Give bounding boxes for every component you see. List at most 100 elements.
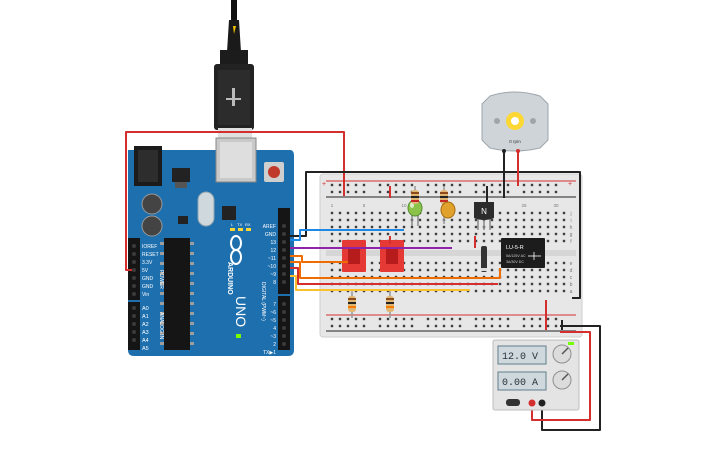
terminal-hole xyxy=(522,282,526,286)
dc-power-supply[interactable]: 12.0 V 0.00 A xyxy=(492,339,580,411)
power-switch[interactable] xyxy=(506,399,520,406)
wire-gnd[interactable] xyxy=(290,171,581,299)
wire-pin10[interactable] xyxy=(290,261,501,279)
rail-hole xyxy=(354,183,358,187)
terminal-hole xyxy=(426,239,430,243)
resistor-base[interactable] xyxy=(440,186,456,224)
terminal-hole xyxy=(346,218,350,222)
analog-pin-a1: A1 xyxy=(142,314,149,320)
push-button-1[interactable] xyxy=(342,240,366,272)
rail-hole xyxy=(330,190,334,194)
negative-terminal[interactable] xyxy=(538,399,546,407)
wire-5v[interactable] xyxy=(125,131,345,271)
wire-supply-pos[interactable] xyxy=(531,331,591,421)
terminal-hole xyxy=(458,239,462,243)
rail-hole xyxy=(498,324,502,328)
wires[interactable] xyxy=(125,131,601,431)
terminal-hole xyxy=(490,261,494,265)
digital-header-low[interactable] xyxy=(278,296,290,350)
rail-hole xyxy=(354,324,358,328)
usb-cable[interactable] xyxy=(214,0,254,138)
terminal-hole xyxy=(386,211,390,215)
terminal-hole xyxy=(530,268,534,272)
terminal-hole xyxy=(506,232,510,236)
rail-plus-signs: ++ xyxy=(322,181,572,188)
power-pin-3v3: 3.3V xyxy=(142,260,153,266)
terminal-hole xyxy=(450,261,454,265)
terminal-hole xyxy=(554,239,558,243)
terminal-hole xyxy=(474,225,478,229)
green-led[interactable] xyxy=(407,199,423,226)
rail-hole xyxy=(354,190,358,194)
svg-text:+: + xyxy=(568,181,572,188)
rail-hole xyxy=(498,317,502,321)
terminal-hole xyxy=(426,232,430,236)
rail-hole xyxy=(442,317,446,321)
row-letter-c: c xyxy=(570,275,573,281)
terminal-hole xyxy=(434,211,438,215)
resistor-pulldown-1[interactable] xyxy=(348,290,356,318)
dc-motor[interactable]: 0 rpm xyxy=(481,91,549,153)
arduino-logo-icon xyxy=(230,235,242,265)
digital-pin-3: ~3 xyxy=(270,334,276,340)
rail-hole xyxy=(426,317,430,321)
resistor-led[interactable] xyxy=(411,186,419,204)
relay-spec-1: 5A/125V AC xyxy=(506,254,526,258)
terminal-hole xyxy=(474,289,478,293)
terminal-hole xyxy=(562,282,566,286)
svg-text:N: N xyxy=(481,207,487,216)
rail-hole xyxy=(330,183,334,187)
digital-pin-11: ~11 xyxy=(268,256,276,262)
terminal-hole xyxy=(466,268,470,272)
terminal-hole xyxy=(402,211,406,215)
diode[interactable] xyxy=(481,246,487,272)
terminal-hole xyxy=(330,211,334,215)
terminal-hole xyxy=(546,289,550,293)
digital-pin-10: ~10 xyxy=(268,264,277,270)
terminal-hole xyxy=(338,211,342,215)
relay-module[interactable]: LU-5-R 5A/125V AC 3A/30V DC xyxy=(501,238,545,268)
rail-hole xyxy=(522,324,526,328)
terminal-hole xyxy=(330,225,334,229)
wire-pin9[interactable] xyxy=(290,267,498,285)
rail-hole xyxy=(482,317,486,321)
arduino-uno-board[interactable]: IOREF RESET 3.3V 5V GND GND Vin A0 A1 A2… xyxy=(128,137,294,356)
rail-hole xyxy=(530,317,534,321)
rail-hole xyxy=(482,190,486,194)
terminal-hole xyxy=(538,282,542,286)
row-letter-j: j xyxy=(569,211,571,217)
terminal-hole xyxy=(538,289,542,293)
positive-terminal[interactable] xyxy=(528,399,536,407)
wire-pin11[interactable] xyxy=(290,255,348,263)
npn-transistor[interactable]: N xyxy=(474,202,494,230)
rail-hole xyxy=(530,324,534,328)
rail-hole xyxy=(554,183,558,187)
terminal-hole xyxy=(362,232,366,236)
breadboard[interactable]: j i h g f e d c b a 1 5 10 15 20 25 30 +… xyxy=(319,173,583,338)
wire-supply-neg[interactable] xyxy=(541,325,601,431)
push-button-2[interactable] xyxy=(380,240,404,272)
terminal-hole xyxy=(370,239,374,243)
terminal-hole xyxy=(466,232,470,236)
rail-hole xyxy=(490,324,494,328)
row-letter-h: h xyxy=(570,225,573,231)
rail-hole xyxy=(354,317,358,321)
terminal-hole xyxy=(562,232,566,236)
terminal-hole xyxy=(514,225,518,229)
power-rail-holes[interactable] xyxy=(330,183,558,328)
resistor-pulldown-2[interactable] xyxy=(386,290,394,318)
rail-hole xyxy=(386,190,390,194)
terminal-hole xyxy=(546,239,550,243)
terminal-hole xyxy=(378,232,382,236)
terminal-hole xyxy=(498,232,502,236)
terminal-hole xyxy=(442,239,446,243)
terminal-hole xyxy=(546,268,550,272)
wire-pin13[interactable] xyxy=(290,229,404,241)
power-pin-reset: RESET xyxy=(142,252,159,258)
wire-pin8[interactable] xyxy=(290,275,470,291)
terminal-hole xyxy=(354,211,358,215)
rail-hole xyxy=(490,183,494,187)
terminal-hole xyxy=(530,225,534,229)
svg-text:+: + xyxy=(322,181,326,188)
